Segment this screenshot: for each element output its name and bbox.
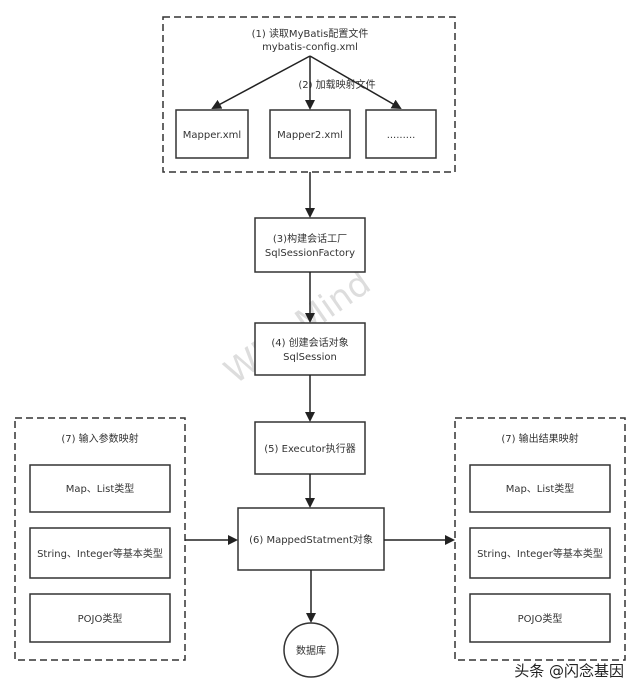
mapper2-box <box>269 109 351 159</box>
svg-text:(7) 输出结果映射: (7) 输出结果映射 <box>501 432 578 445</box>
svg-text:SqlSession: SqlSession <box>283 352 337 363</box>
svg-text:Map、List类型: Map、List类型 <box>506 482 575 495</box>
factory-box <box>254 217 366 273</box>
input-mapping-group: (7) 输入参数映射 Map、List类型 String、Integer等基本类… <box>14 417 186 661</box>
svg-text:.........: ......... <box>387 130 416 141</box>
config-file-label: mybatis-config.xml <box>262 42 358 53</box>
svg-text:String、Integer等基本类型: String、Integer等基本类型 <box>477 547 603 560</box>
output-mapping-group: (7) 输出结果映射 Map、List类型 String、Integer等基本类… <box>454 417 626 661</box>
svg-text:POJO类型: POJO类型 <box>78 612 123 625</box>
more-mappers-box <box>365 109 437 159</box>
svg-text:Mapper2.xml: Mapper2.xml <box>277 130 343 141</box>
svg-text:(3)构建会话工厂: (3)构建会话工厂 <box>273 232 347 245</box>
svg-text:String、Integer等基本类型: String、Integer等基本类型 <box>37 547 163 560</box>
config-group: (1) 读取MyBatis配置文件 mybatis-config.xml (2)… <box>162 16 456 173</box>
svg-text:Map、List类型: Map、List类型 <box>66 482 135 495</box>
svg-text:(7) 输入参数映射: (7) 输入参数映射 <box>61 432 138 445</box>
svg-text:数据库: 数据库 <box>296 644 326 657</box>
credit-watermark: 头条 @闪念基因 <box>514 662 624 680</box>
svg-text:(4) 创建会话对象: (4) 创建会话对象 <box>271 336 348 349</box>
svg-text:Mapper.xml: Mapper.xml <box>183 130 241 141</box>
svg-text:POJO类型: POJO类型 <box>518 612 563 625</box>
executor-box <box>254 421 366 475</box>
step1-label: (1) 读取MyBatis配置文件 <box>252 27 369 40</box>
mapped-statement-box <box>237 507 385 571</box>
session-box <box>254 322 366 376</box>
database-node <box>283 622 339 678</box>
svg-text:(5) Executor执行器: (5) Executor执行器 <box>264 442 355 455</box>
mapper-box <box>175 109 249 159</box>
step2-label: (2) 加载映射文件 <box>298 78 375 91</box>
svg-text:SqlSessionFactory: SqlSessionFactory <box>265 248 355 259</box>
svg-text:(6) MappedStatment对象: (6) MappedStatment对象 <box>249 533 373 546</box>
